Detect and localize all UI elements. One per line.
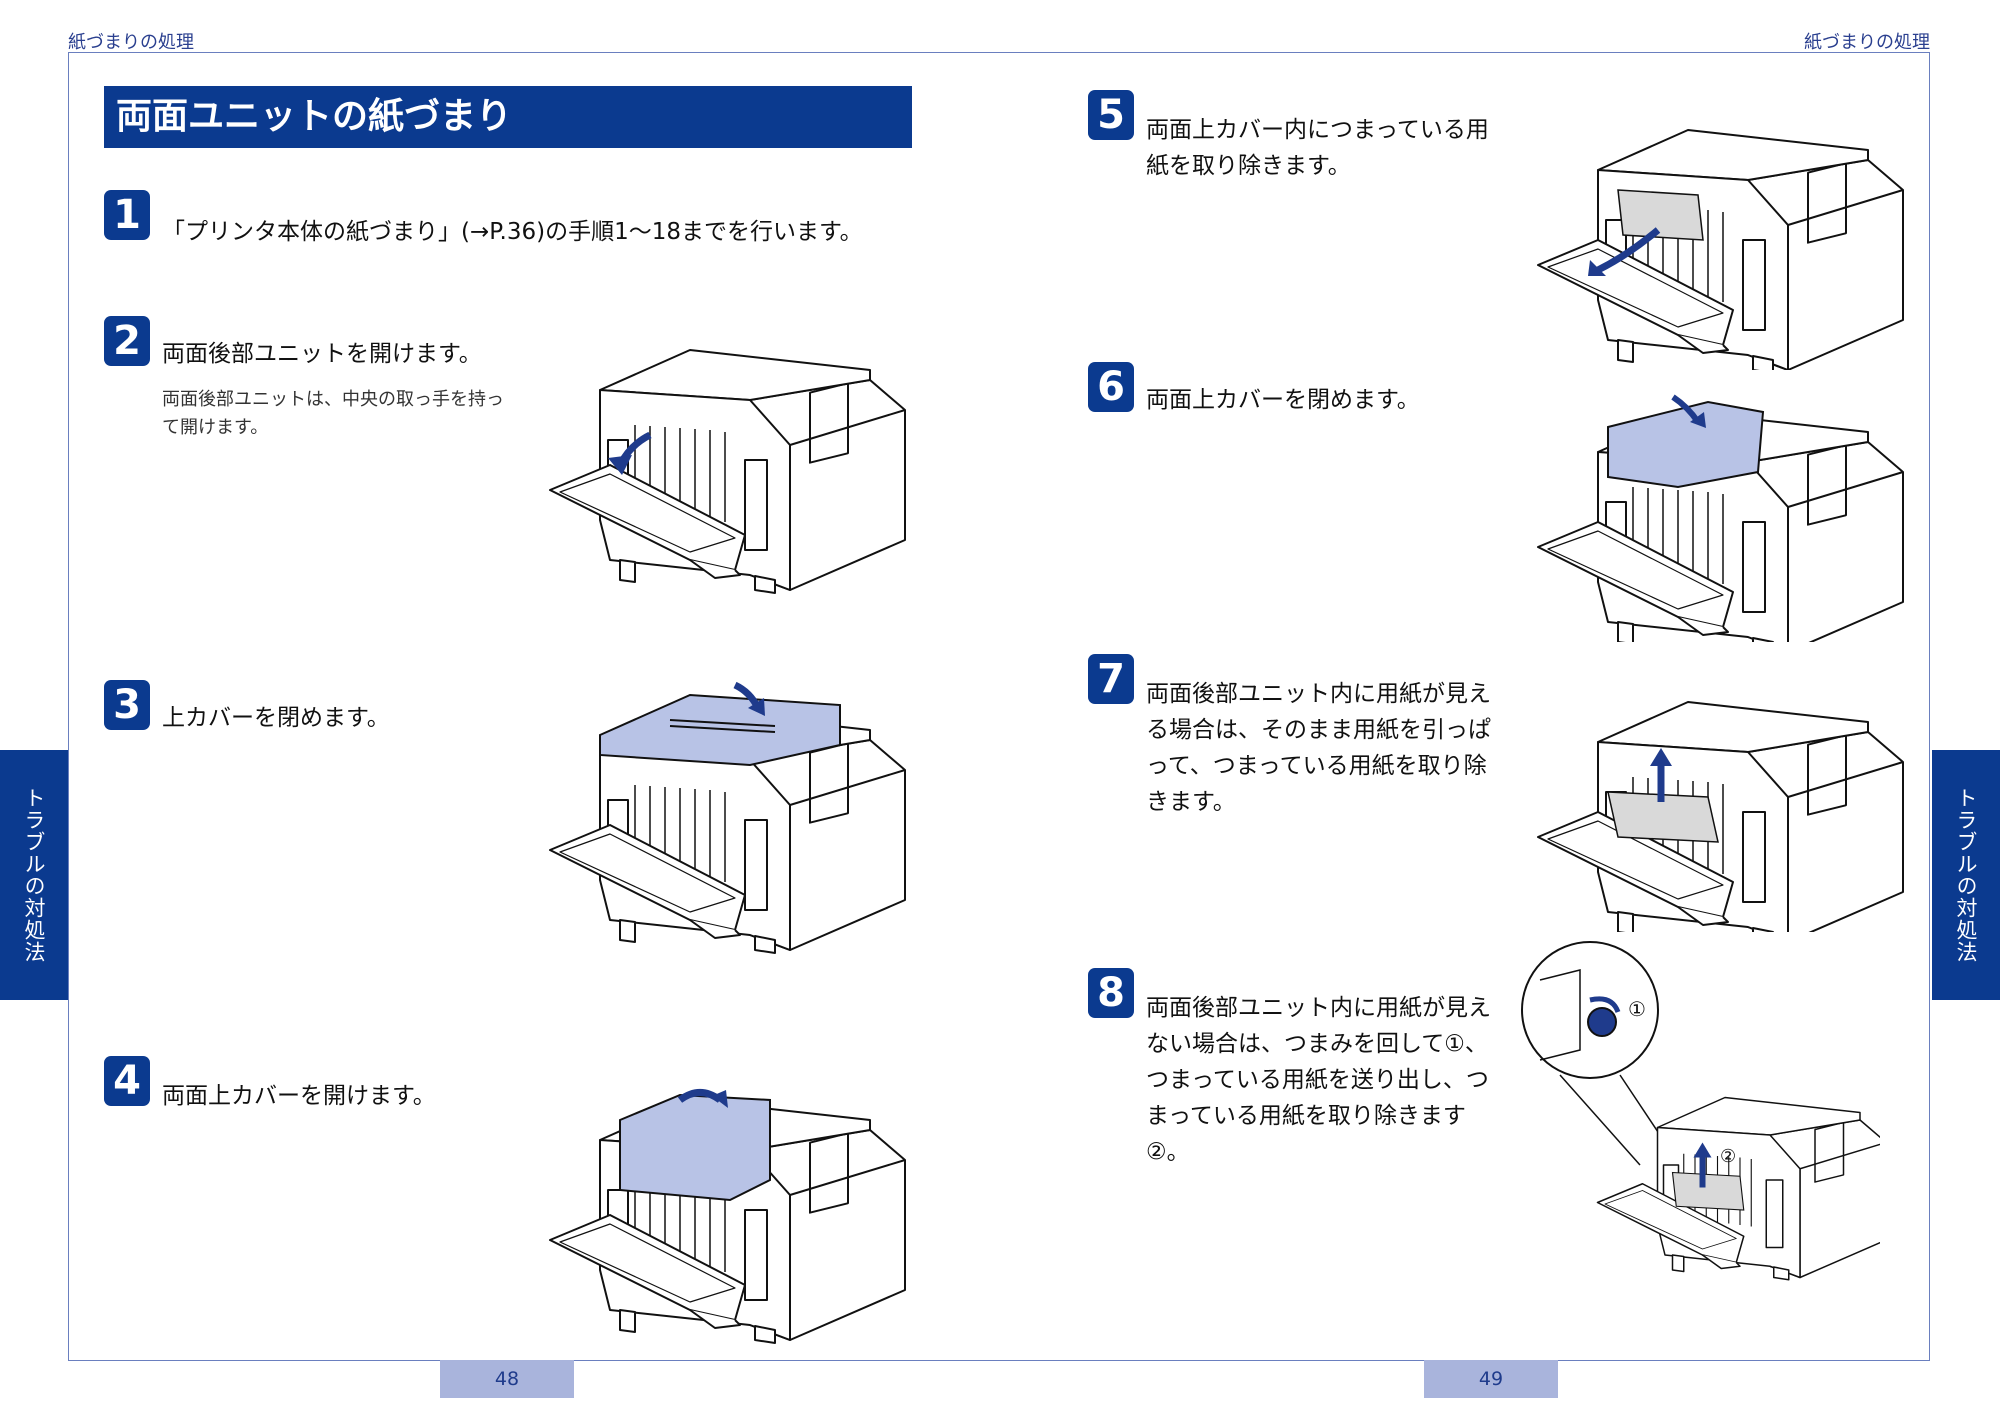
step-note-2: 両面後部ユニットは、中央の取っ手を持って開けます。: [162, 389, 504, 438]
illustration-step-3: [549, 681, 906, 954]
side-tab-right[interactable]: トラブルの対処法: [1932, 750, 2000, 1000]
step-text-3: 上カバーを閉めます。: [162, 705, 390, 731]
step-badge-8: 8: [1088, 968, 1134, 1018]
jammed-paper: [1617, 189, 1704, 241]
step-badge-3: 3: [104, 680, 150, 730]
step-badge-2: 2: [104, 316, 150, 366]
paper-callout: ②: [1720, 1146, 1736, 1167]
side-tab-label: トラブルの対処法: [22, 787, 46, 963]
knob-icon[interactable]: [1587, 1007, 1617, 1037]
knob-callout: ①: [1628, 997, 1646, 1021]
side-tab-left[interactable]: トラブルの対処法: [0, 750, 68, 1000]
remove-arrow-icon: [1596, 227, 1661, 274]
page-number-right: 49: [1424, 1360, 1558, 1398]
step-text-1: 「プリンタ本体の紙づまり」(→P.36)の手順1〜18までを行います。: [162, 219, 863, 245]
illustration-step-8: ① ②: [1521, 941, 1880, 1281]
illustration-step-4: [549, 1089, 906, 1344]
step-badge-6: 6: [1088, 362, 1134, 412]
step-badge-1: 1: [104, 190, 150, 240]
side-tab-label: トラブルの対処法: [1954, 787, 1978, 963]
illustration-step-6: [1537, 394, 1904, 642]
running-head-left: 紙づまりの処理: [68, 32, 194, 53]
step-badge-4: 4: [104, 1056, 150, 1106]
section-title: 両面ユニットの紙づまり: [104, 86, 912, 148]
step-badge-5: 5: [1088, 90, 1134, 140]
step-text-4: 両面上カバーを開けます。: [162, 1083, 436, 1109]
page-frame: [68, 52, 1930, 1361]
illustration-step-5: [1537, 129, 1904, 370]
step-text-6: 両面上カバーを閉めます。: [1146, 387, 1420, 413]
step-text-5: 両面上カバー内につまっている用紙を取り除きます。: [1146, 117, 1489, 179]
step-badge-7: 7: [1088, 654, 1134, 704]
running-head-right: 紙づまりの処理: [1804, 32, 1930, 53]
illustration-step-7: [1537, 701, 1904, 932]
jammed-paper: [1607, 791, 1719, 843]
step-text-2: 両面後部ユニットを開けます。: [162, 341, 482, 367]
page-number-left: 48: [440, 1360, 574, 1398]
step-text-8: 両面後部ユニット内に用紙が見えない場合は、つまみを回して①、つまっている用紙を送…: [1146, 995, 1491, 1165]
step-text-7: 両面後部ユニット内に用紙が見える場合は、そのまま用紙を引っぱって、つまっている用…: [1146, 681, 1491, 815]
illustration-step-2: [549, 349, 906, 594]
